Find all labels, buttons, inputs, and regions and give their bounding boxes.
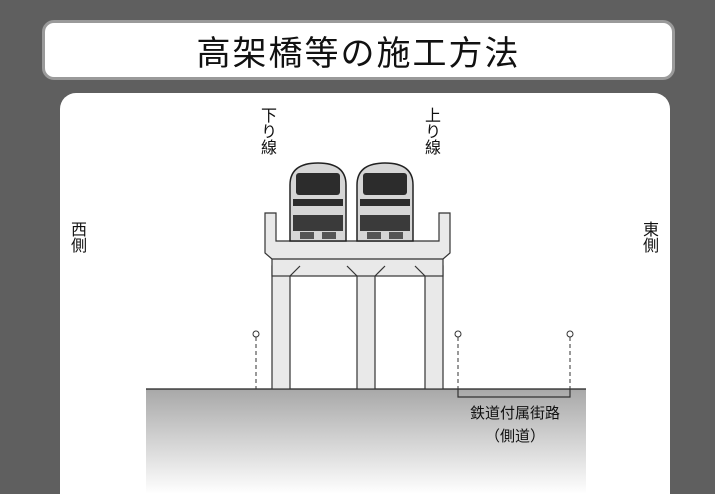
- boundary-marker-east-2: [566, 330, 574, 389]
- page-title: 高架橋等の施工方法: [196, 33, 521, 74]
- west-side-label: 西側: [68, 221, 87, 253]
- ground: [146, 389, 586, 494]
- pier-center: [356, 265, 376, 390]
- viaduct: [264, 212, 451, 390]
- train-up-line: [356, 162, 414, 242]
- viaduct-diagram: [146, 162, 586, 494]
- deck-slab: [264, 212, 451, 260]
- east-side-label: 東側: [640, 221, 659, 253]
- boundary-marker-east-1: [454, 330, 462, 389]
- boundary-marker-west: [252, 330, 260, 389]
- pier-left: [271, 265, 291, 390]
- down-line-label: 下り線: [258, 107, 277, 155]
- train-down-line: [289, 162, 347, 242]
- pier-right: [424, 265, 444, 390]
- title-banner: 高架橋等の施工方法: [42, 20, 675, 80]
- side-road-sublabel: （側道）: [484, 427, 545, 445]
- diagram-panel: 下り線 上り線 西側 東側 鉄道付属街路 （側道）: [60, 93, 670, 494]
- side-road-bracket: [457, 389, 571, 398]
- side-road-label: 鉄道付属街路: [469, 404, 560, 422]
- up-line-label: 上り線: [422, 107, 441, 155]
